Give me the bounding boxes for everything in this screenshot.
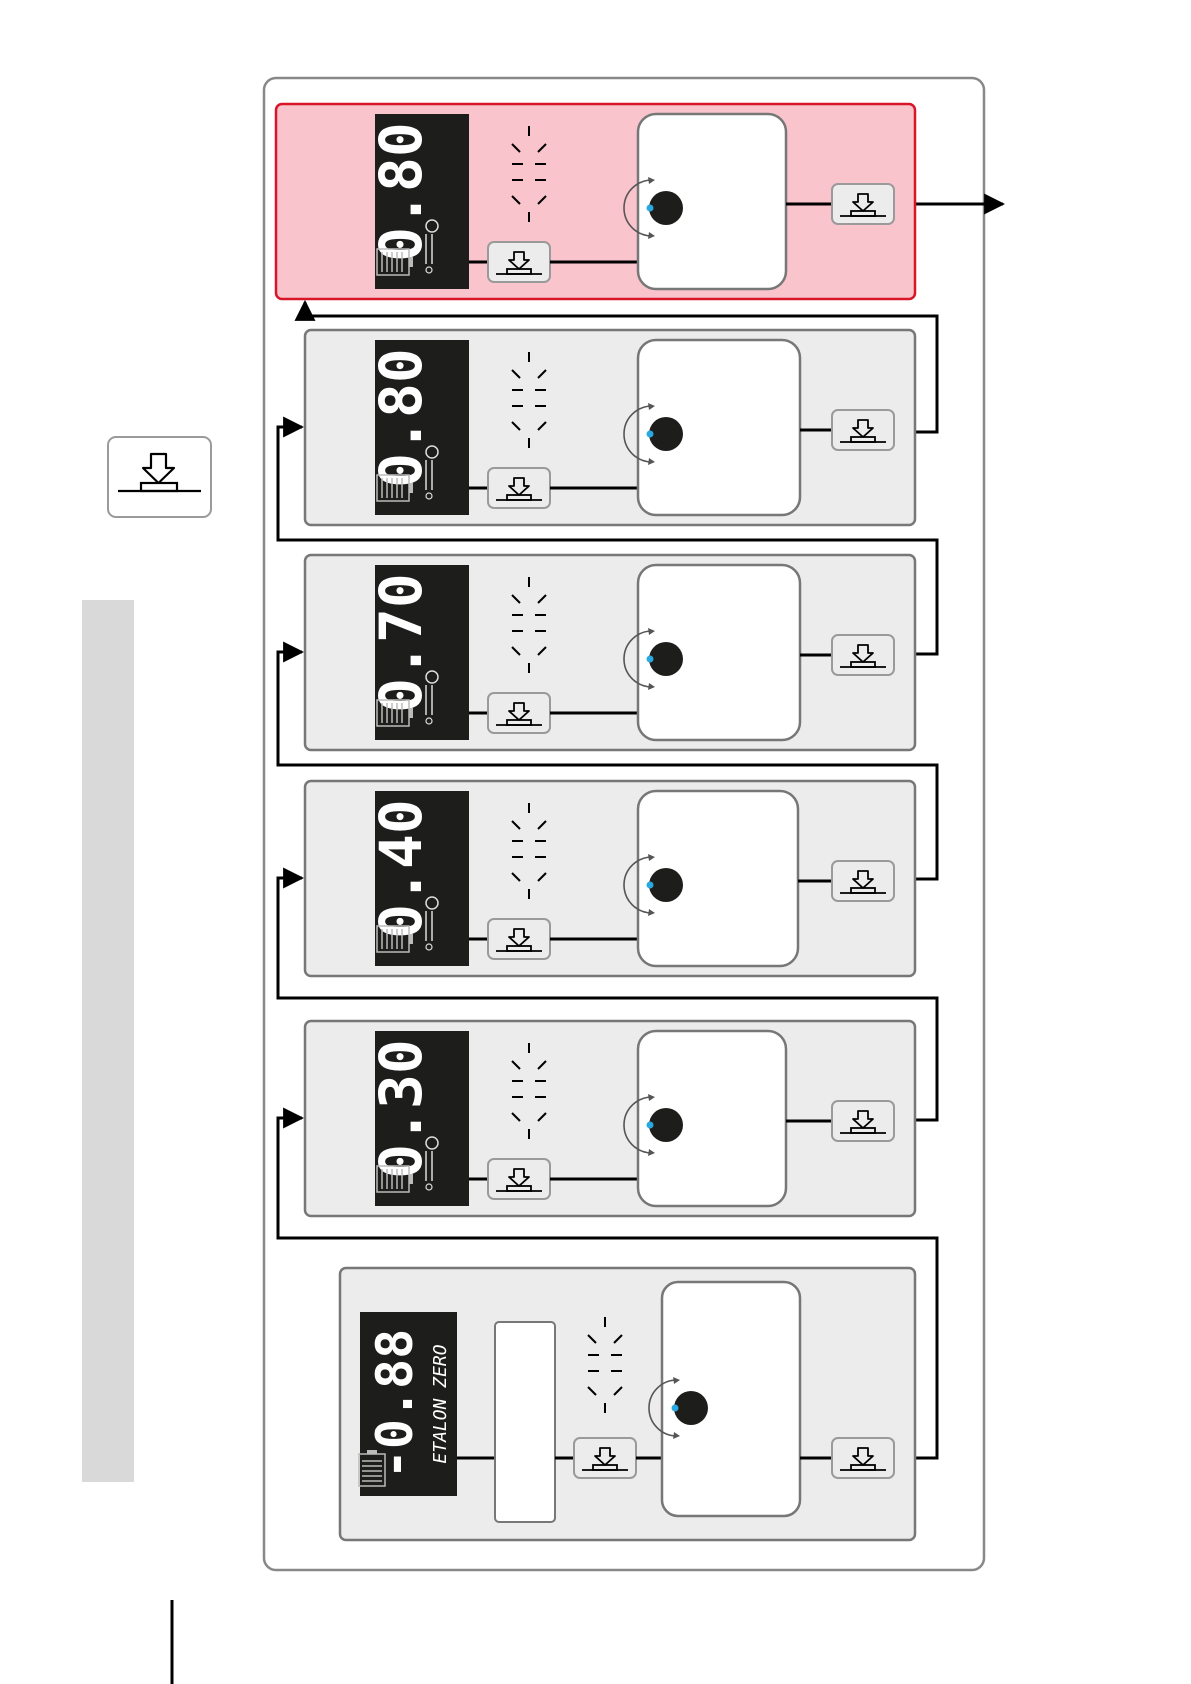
step-panel-5: 0.30 — [305, 1021, 915, 1216]
confirm-button-icon[interactable] — [832, 184, 894, 224]
lcd-value: 0.30 — [367, 1039, 435, 1179]
press-button-icon[interactable] — [488, 1159, 550, 1199]
lcd-value: 0.80 — [367, 122, 435, 262]
step-panel-1: 0.80 — [276, 104, 915, 299]
confirm-button-icon[interactable] — [832, 1101, 894, 1141]
confirm-button-icon[interactable] — [832, 410, 894, 450]
blank-slot — [495, 1322, 555, 1522]
press-button-icon[interactable] — [574, 1438, 636, 1478]
step-panel-4: 0.40 — [305, 781, 915, 976]
step-panel-2: 0.80 — [305, 330, 915, 525]
confirm-button-icon[interactable] — [832, 635, 894, 675]
side-bar — [82, 600, 134, 1482]
step-panel-3: 0.70 — [305, 555, 915, 750]
press-button-icon[interactable] — [488, 919, 550, 959]
lcd-value: 0.70 — [367, 573, 435, 713]
legend-press-button — [108, 437, 211, 517]
press-button-icon[interactable] — [488, 468, 550, 508]
confirm-button-icon[interactable] — [832, 1438, 894, 1478]
confirm-button-icon[interactable] — [832, 861, 894, 901]
lcd-value: 0.80 — [367, 348, 435, 488]
press-button-icon[interactable] — [488, 242, 550, 282]
lcd-label: ETALON ZERO — [430, 1344, 451, 1463]
lcd-value: 0.40 — [367, 799, 435, 939]
lcd-value: -0.88 — [366, 1329, 424, 1480]
press-button-icon[interactable] — [488, 693, 550, 733]
start-panel: -0.88 ETALON ZERO — [340, 1268, 915, 1540]
